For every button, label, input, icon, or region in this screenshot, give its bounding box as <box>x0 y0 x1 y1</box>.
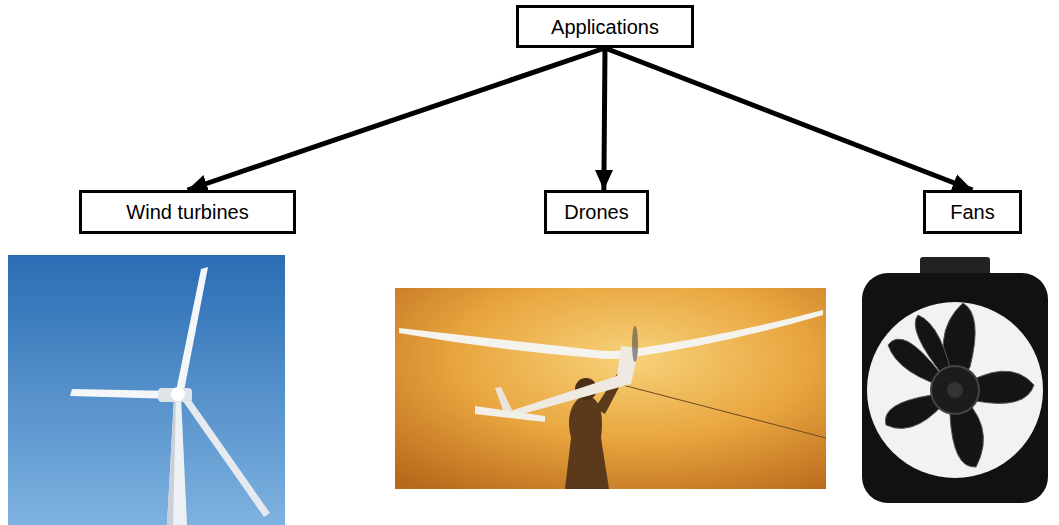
tree-arrow <box>604 48 605 190</box>
category-box: Fans <box>923 190 1022 234</box>
fan-photo <box>858 255 1052 508</box>
drone-photo <box>395 288 826 489</box>
tree-arrow <box>605 48 973 190</box>
box-label: Drones <box>564 200 628 224</box>
tree-arrow <box>188 48 606 190</box>
box-label: Wind turbines <box>126 200 248 224</box>
box-label: Fans <box>950 200 994 224</box>
category-box: Drones <box>544 190 649 234</box>
box-label: Applications <box>551 15 659 39</box>
root-box: Applications <box>516 5 694 48</box>
category-box: Wind turbines <box>79 190 296 234</box>
wind-turbine-photo <box>8 255 285 525</box>
